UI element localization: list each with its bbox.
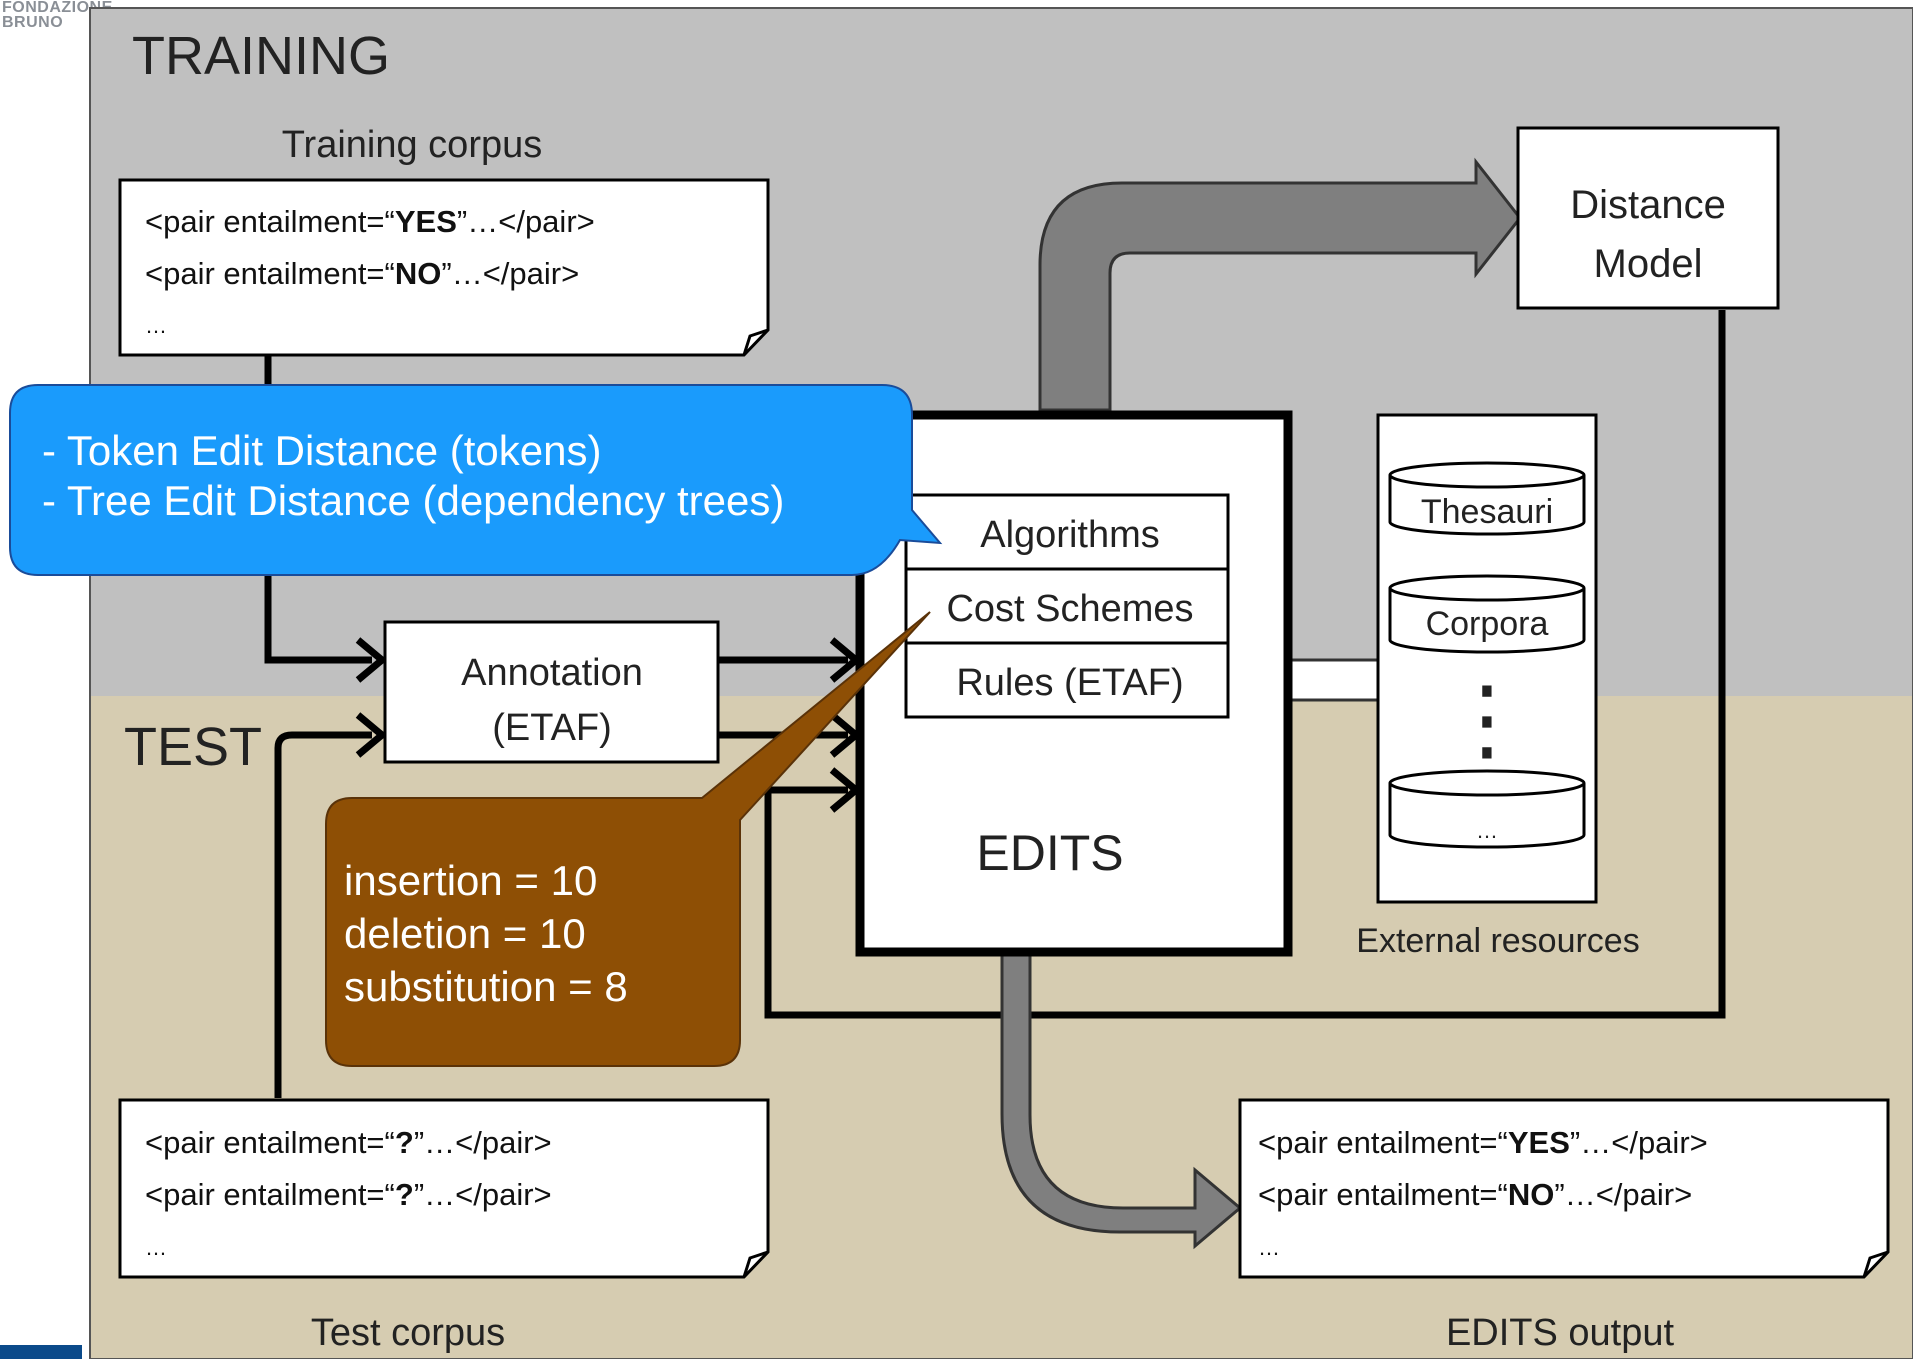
algorithms-callout-line-1: - Token Edit Distance (tokens) xyxy=(42,427,601,474)
module-rules xyxy=(904,641,1230,719)
annotation-box xyxy=(383,620,720,764)
algorithms-callout xyxy=(9,384,943,576)
module-cost-schemes-label: Cost Schemes xyxy=(946,588,1193,630)
arrow-to-distance-model-body xyxy=(1038,157,1522,412)
distance-model-line-2: Model xyxy=(1594,242,1703,286)
logo: FONDAZIONE BRUNO xyxy=(2,0,113,31)
training-corpus-line-3: … xyxy=(145,313,167,338)
edits-output-line-1: <pair entailment=“YES”…</pair> xyxy=(1258,1125,1708,1160)
test-corpus-doc xyxy=(118,1098,770,1279)
diagram-frame xyxy=(89,7,1913,1359)
test-corpus-line-3: … xyxy=(145,1235,167,1260)
arrowhead xyxy=(355,712,388,758)
corpora-cylinder xyxy=(1388,574,1586,654)
more-resources-cylinder xyxy=(1388,769,1586,849)
test-corpus-label: Test corpus xyxy=(311,1312,505,1354)
corpora-label: Corpora xyxy=(1426,605,1549,643)
algorithms-callout-line-2: - Tree Edit Distance (dependency trees) xyxy=(42,477,784,524)
page-fold-icon xyxy=(1862,1250,1889,1278)
cost-callout-line-1: insertion = 10 xyxy=(344,857,597,904)
vertical-ellipsis: ⋮ xyxy=(1442,667,1532,772)
training-corpus-line-1: <pair entailment=“YES”…</pair> xyxy=(145,204,595,239)
module-algorithms-label: Algorithms xyxy=(980,514,1160,556)
test-corpus-line-1: <pair entailment=“?”…</pair> xyxy=(145,1125,552,1160)
logo-line-1: FONDAZIONE xyxy=(2,0,113,16)
cost-schemes-callout xyxy=(325,611,931,1067)
training-corpus-label: Training corpus xyxy=(282,124,543,166)
training-corpus-line-2: <pair entailment=“NO”…</pair> xyxy=(145,256,579,291)
module-rules-label: Rules (ETAF) xyxy=(956,662,1183,704)
thesauri-label: Thesauri xyxy=(1421,493,1553,531)
logo-line-2: BRUNO xyxy=(2,14,64,31)
distance-model-line-1: Distance xyxy=(1570,183,1726,227)
external-resources-label: External resources xyxy=(1356,922,1639,960)
cost-callout-line-3: substitution = 8 xyxy=(344,963,628,1010)
edits-output-line-3: … xyxy=(1258,1235,1280,1260)
distance-model-box xyxy=(1516,126,1780,310)
arrowhead xyxy=(355,637,388,683)
cost-callout-line-2: deletion = 10 xyxy=(344,910,586,957)
edits-output-doc xyxy=(1238,1098,1890,1279)
corner-strip xyxy=(0,1345,82,1359)
test-title: TEST xyxy=(124,717,262,777)
page-fold-icon xyxy=(742,328,769,356)
test-to-annotation-line xyxy=(274,731,372,1098)
annotation-line-2: (ETAF) xyxy=(492,707,612,749)
distance-model-feedback-line xyxy=(764,310,1726,1019)
edits-title: EDITS xyxy=(976,825,1123,881)
page-fold-icon xyxy=(742,1250,769,1278)
module-cost-schemes xyxy=(904,567,1230,645)
thesauri-cylinder xyxy=(1388,461,1586,536)
annotation-line-1: Annotation xyxy=(461,652,643,694)
arrow-to-edits-output xyxy=(1000,953,1243,1250)
test-corpus-line-2: <pair entailment=“?”…</pair> xyxy=(145,1177,552,1212)
training-title: TRAINING xyxy=(132,26,390,86)
more-resources-label: … xyxy=(1476,818,1498,843)
edits-output-line-2: <pair entailment=“NO”…</pair> xyxy=(1258,1177,1692,1212)
edits-output-label: EDITS output xyxy=(1446,1312,1675,1354)
training-corpus-doc xyxy=(118,178,770,357)
